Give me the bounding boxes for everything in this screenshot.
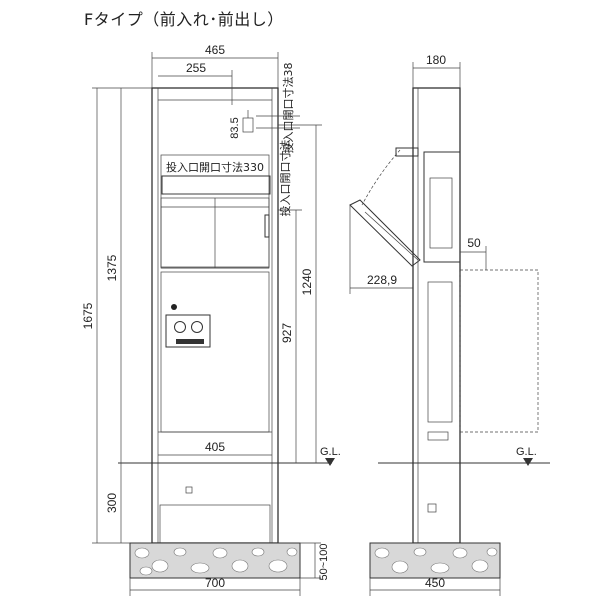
dim-83-5: 83.5 [229, 117, 241, 138]
dim-450: 450 [425, 576, 445, 590]
side-base-block [427, 431, 449, 441]
status-indicator [171, 304, 177, 310]
panel-button-right [191, 321, 203, 333]
panel-label [176, 339, 204, 344]
side-mailbox-window [429, 177, 453, 249]
flap-swing-arc [361, 149, 401, 206]
panel-button-left [174, 321, 186, 333]
front-view: 465 255 1675 1375 300 1240 927 [81, 43, 341, 596]
dim-465: 465 [205, 43, 225, 57]
dim-1375: 1375 [105, 254, 119, 281]
opening-330-vertical: 投入口開口寸法 [278, 140, 292, 217]
side-parcel-window [427, 281, 453, 423]
gl-label-front: G.L. [320, 446, 341, 458]
dim-1240: 1240 [300, 268, 314, 295]
dim-405: 405 [205, 440, 225, 454]
open-flap [349, 199, 421, 267]
dim-700: 700 [205, 576, 225, 590]
dim-50: 50 [467, 236, 481, 250]
top-flap [395, 147, 419, 157]
dim-300: 300 [105, 493, 119, 513]
base-fixture [185, 486, 193, 494]
gl-label-side: G.L. [516, 446, 537, 458]
door-handle [264, 214, 270, 238]
dim-50-100: 50~100 [318, 543, 330, 580]
side-mailbox [423, 151, 461, 263]
opening-height-label: 投入口開口寸法38 [281, 63, 295, 154]
dim-255: 255 [186, 61, 206, 75]
side-foundation-stones [374, 547, 498, 574]
drawing-title: Fタイプ（前入れ･前出し） [84, 10, 284, 29]
dim-927: 927 [280, 323, 294, 343]
foundation-stones [134, 547, 298, 576]
control-panel [165, 314, 211, 348]
gl-marker-side [523, 458, 533, 466]
opening-width-label: 投入口開口寸法330 [166, 160, 264, 174]
side-view: G.L. 180 50 228,9 450 [349, 53, 550, 596]
gl-marker-front [325, 458, 335, 466]
side-post [412, 87, 461, 544]
side-base-fixture [427, 503, 437, 513]
dim-180: 180 [426, 53, 446, 67]
dim-1675: 1675 [81, 302, 95, 329]
dim-228-9: 228,9 [367, 273, 397, 287]
door-swing [459, 269, 539, 433]
